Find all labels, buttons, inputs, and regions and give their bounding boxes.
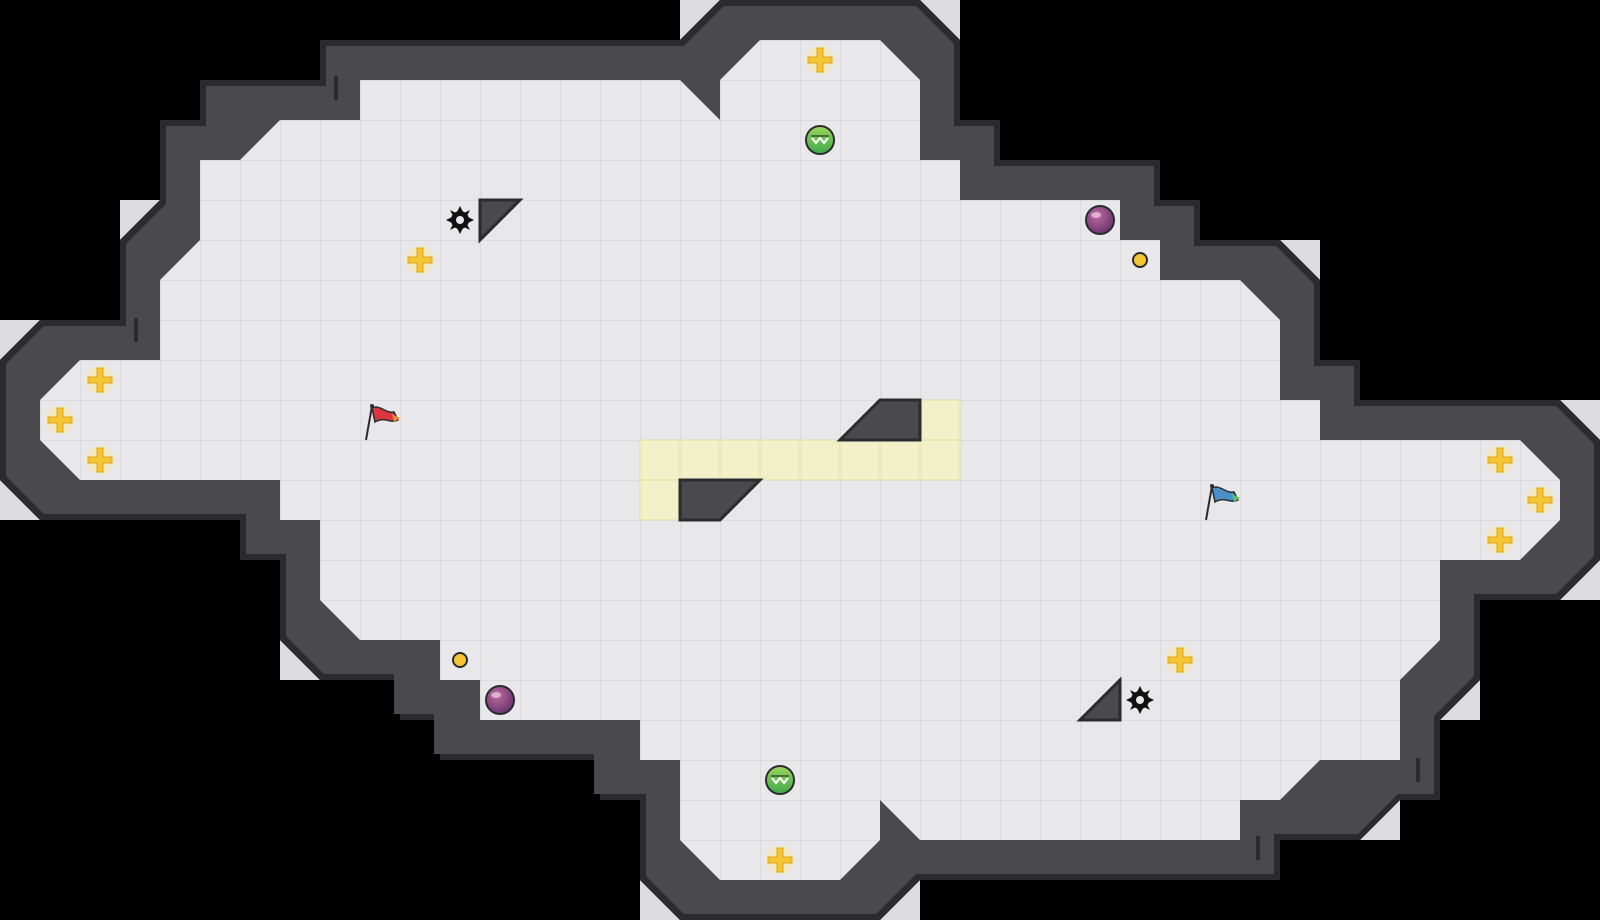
bomb-icon [46,406,74,434]
powerup-icon [1085,205,1115,235]
boost-icon [765,765,795,795]
spike-icon [1126,686,1154,714]
interior-walls [478,198,1122,722]
bomb-icon [1526,486,1554,514]
spike-icon [446,206,474,234]
bomb-icon [86,366,114,394]
bomb-icon [806,46,834,74]
buttons [452,252,1148,668]
blue-flag-icon [1205,484,1240,521]
bomb-icon [1486,526,1514,554]
boost-icon [805,125,835,155]
powerup-icon [485,685,515,715]
button-icon [452,652,468,668]
yellow-tiles [639,399,961,521]
spikes [446,206,1154,714]
bomb-icon [406,246,434,274]
bomb-icon [86,446,114,474]
bomb-icon [1166,646,1194,674]
bomb-icon [1486,446,1514,474]
powerups [485,205,1115,715]
boosts [765,125,835,795]
bomb-icon [766,846,794,874]
wall-slots [134,76,1420,860]
bombs [46,46,1554,874]
red-flag-icon [365,404,400,441]
button-icon [1132,252,1148,268]
